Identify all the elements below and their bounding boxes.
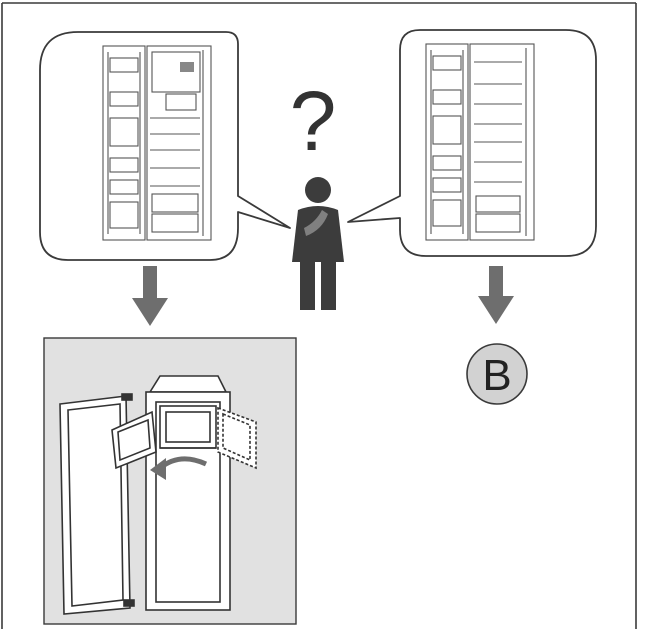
freezer-door-left xyxy=(111,410,157,470)
freezer-door-right-dashed xyxy=(217,406,257,470)
option-b-label: B xyxy=(482,351,511,400)
question-mark: ? xyxy=(290,74,337,168)
main-door xyxy=(59,393,135,615)
freezer-door-instruction-panel xyxy=(43,337,297,625)
right-down-arrow xyxy=(478,266,514,324)
fridge-cabinet xyxy=(145,375,231,611)
swap-direction-arrow xyxy=(150,456,208,480)
thinking-person-icon xyxy=(292,177,344,310)
fridge-with-freezer-compartment xyxy=(102,45,212,241)
left-down-arrow xyxy=(132,266,168,326)
fridge-without-freezer-compartment xyxy=(425,43,535,241)
option-b-badge: B xyxy=(466,343,528,405)
